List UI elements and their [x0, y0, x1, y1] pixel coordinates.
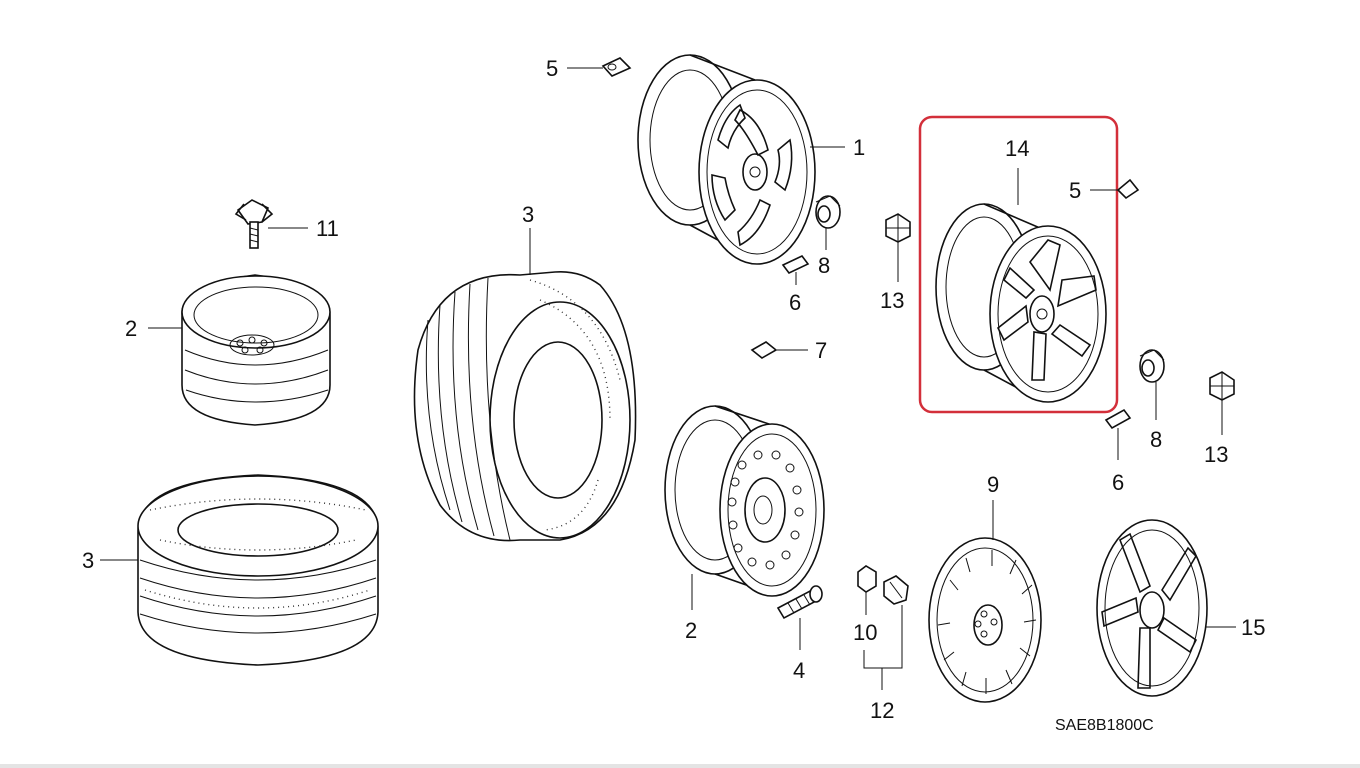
tire-part-3-lower[interactable]: [137, 474, 379, 666]
callout-13-left: 13: [880, 288, 904, 313]
callout-15: 15: [1241, 615, 1265, 640]
steel-wheel-part-2[interactable]: [664, 405, 825, 597]
clip-part-6-left[interactable]: [781, 254, 810, 275]
callout-6-left: 6: [789, 290, 801, 315]
alloy-wheel-part-1[interactable]: [637, 54, 816, 265]
callout-7: 7: [815, 338, 827, 363]
wheel-cover-part-15[interactable]: [1096, 519, 1208, 697]
callout-6-right: 6: [1112, 470, 1124, 495]
callout-2-left: 2: [125, 316, 137, 341]
wheel-cover-part-9[interactable]: [928, 537, 1042, 703]
callout-8-left: 8: [818, 253, 830, 278]
callout-9: 9: [987, 472, 999, 497]
callout-1: 1: [853, 135, 865, 160]
callout-2-center: 2: [685, 618, 697, 643]
callout-11: 11: [316, 216, 339, 241]
callout-4: 4: [793, 658, 805, 683]
callout-labels: 5 1 11 2 3 3 6 8 13 7 14 5 8 13 6 9 2 4 …: [82, 56, 1265, 734]
clip-part-6-right[interactable]: [1104, 408, 1132, 430]
callout-8-right: 8: [1150, 427, 1162, 452]
bottom-edge-divider: [0, 764, 1360, 768]
callout-12: 12: [870, 698, 894, 723]
weight-part-7[interactable]: [750, 341, 778, 359]
balance-weight-part-5-right[interactable]: [1116, 178, 1140, 200]
highlight-box-part-14[interactable]: [918, 115, 1119, 414]
valve-stem-part-4[interactable]: [776, 585, 823, 620]
callout-5-top: 5: [546, 56, 558, 81]
callout-3-center: 3: [522, 202, 534, 227]
spare-tire-bolt-part-11[interactable]: [234, 199, 274, 249]
callout-5-right: 5: [1069, 178, 1081, 203]
callout-3-left: 3: [82, 548, 94, 573]
tire-part-3-upper[interactable]: [413, 270, 637, 542]
lug-nut-part-13-left[interactable]: [885, 213, 911, 243]
wheel-nut-part-8-right[interactable]: [1139, 349, 1165, 383]
callout-13-right: 13: [1204, 442, 1228, 467]
alloy-wheel-part-14[interactable]: [935, 203, 1107, 403]
lug-nut-part-13-right[interactable]: [1209, 371, 1235, 401]
balance-weight-part-5-top[interactable]: [601, 57, 632, 77]
spare-wheel-part-2[interactable]: [181, 274, 331, 426]
nut-part-10[interactable]: [857, 565, 877, 593]
wheel-nut-part-8-left[interactable]: [815, 195, 841, 229]
nut-part-12[interactable]: [883, 575, 909, 605]
diagram-code: SAE8B1800C: [1055, 717, 1154, 734]
callout-14: 14: [1005, 136, 1029, 161]
callout-10: 10: [853, 620, 877, 645]
leader-lines: [100, 67, 1236, 690]
